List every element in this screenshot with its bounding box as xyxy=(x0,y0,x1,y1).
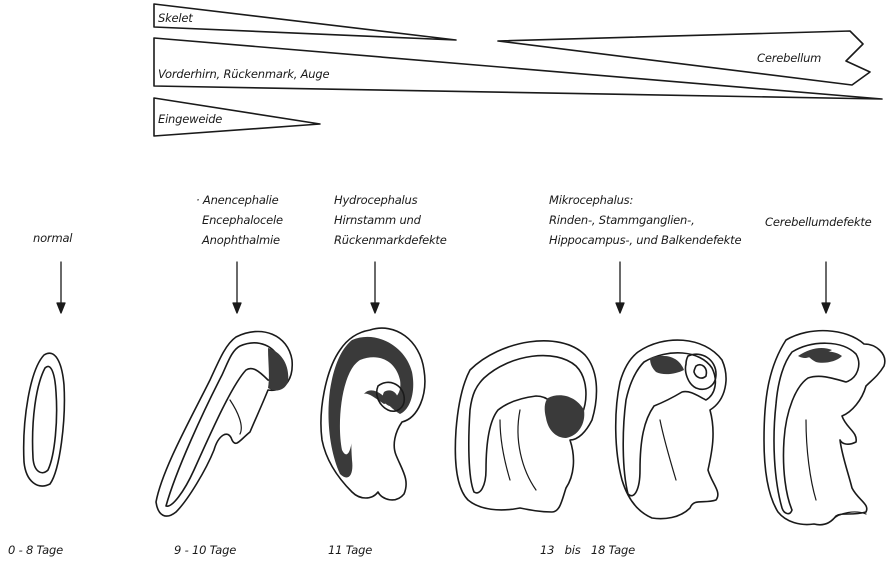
embryo-day-15 xyxy=(616,340,726,519)
arrows xyxy=(57,262,830,313)
arrow-hydrocephalus xyxy=(371,262,379,313)
arrow-mikrocephalus xyxy=(616,262,624,313)
defect-label-hydrocephalus: Hydrocephalus Hirnstamm und Rückenmarkde… xyxy=(334,190,447,250)
age-label-0-8: 0 - 8 Tage xyxy=(8,540,63,560)
defect-label-anencephalie: · Anencephalie Encephalocele Anophthalmi… xyxy=(196,190,283,250)
wedge-label-vorderhirn: Vorderhirn, Rückenmark, Auge xyxy=(158,64,329,84)
defect-line: Hirnstamm und xyxy=(334,210,447,230)
embryo-day-9-10 xyxy=(156,332,292,517)
defect-line: Anophthalmie xyxy=(202,230,283,250)
defect-line: Hippocampus-, und Balkendefekte xyxy=(549,230,741,250)
defect-label-cerebellumdefekte: Cerebellumdefekte xyxy=(765,212,872,232)
embryo-day-11 xyxy=(321,328,425,500)
embryo-day-0-8 xyxy=(24,353,65,486)
wedge-skelet xyxy=(154,4,456,40)
arrow-cerebellum xyxy=(822,262,830,313)
embryo-day-13 xyxy=(455,341,596,512)
wedge-label-skelet: Skelet xyxy=(158,8,193,28)
defect-label-normal: normal xyxy=(33,228,72,248)
age-label-9-10: 9 - 10 Tage xyxy=(174,540,236,560)
arrow-anencephalie xyxy=(233,262,241,313)
age-label-13-18: 13 bis 18 Tage xyxy=(540,540,635,560)
defect-line: Hydrocephalus xyxy=(334,190,447,210)
embryo-day-18 xyxy=(764,331,885,525)
defect-line: Mikrocephalus: xyxy=(549,190,741,210)
age-label-11: 11 Tage xyxy=(328,540,372,560)
defect-line: · Anencephalie xyxy=(196,190,283,210)
defect-line: Encephalocele xyxy=(202,210,283,230)
defect-label-mikrocephalus: Mikrocephalus: Rinden-, Stammganglien-, … xyxy=(549,190,741,250)
defect-line: Rinden-, Stammganglien-, xyxy=(549,210,741,230)
defect-line: Rückenmarkdefekte xyxy=(334,230,447,250)
wedge-label-eingeweide: Eingeweide xyxy=(158,109,222,129)
arrow-normal xyxy=(57,262,65,313)
wedge-label-cerebellum: Cerebellum xyxy=(757,48,821,68)
